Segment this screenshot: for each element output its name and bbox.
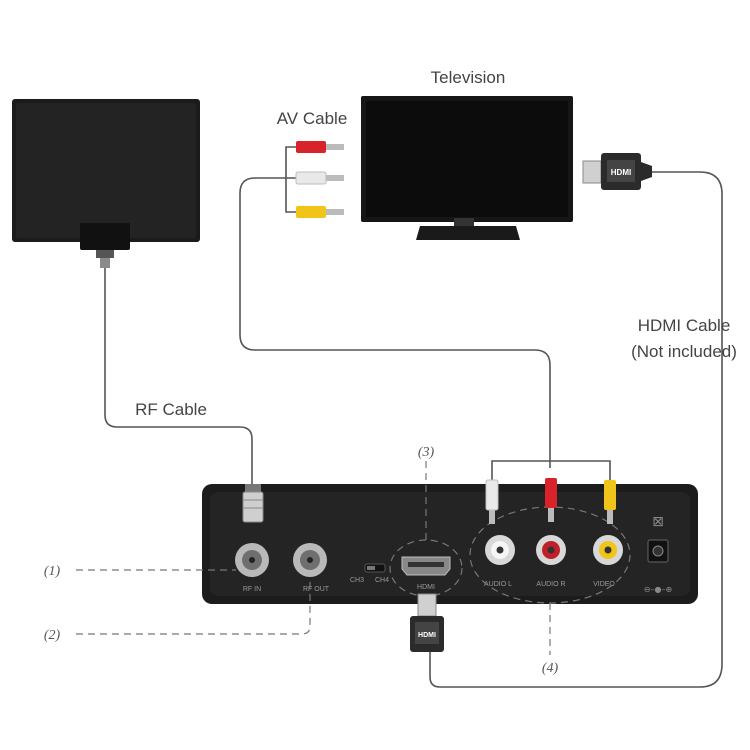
video-port xyxy=(593,535,623,565)
svg-text:⊖–●–⊕: ⊖–●–⊕ xyxy=(644,585,672,594)
hdmi-port xyxy=(401,556,451,576)
callout-4: (4) xyxy=(542,661,559,676)
svg-text:HDMI: HDMI xyxy=(418,632,436,639)
hdmi-plug-bottom: HDMI xyxy=(410,593,444,652)
ch3-label: CH3 xyxy=(350,577,364,584)
hdmi-plug-top: HDMI xyxy=(582,153,652,190)
rf-out-label: RF OUT xyxy=(303,586,330,593)
converter-box xyxy=(202,484,698,604)
hdmi-port-label: HDMI xyxy=(417,584,435,591)
rf-connector-plug xyxy=(242,484,264,523)
channel-switch xyxy=(364,563,386,573)
av-cable-splitter xyxy=(491,460,611,480)
rf-cable xyxy=(104,268,253,485)
rf-cable-label: RF Cable xyxy=(135,400,207,419)
audio-r-port xyxy=(536,535,566,565)
audio-r-label: AUDIO R xyxy=(536,581,565,588)
power-jack: ⊠ ⊖–●–⊕ xyxy=(644,514,672,594)
hdmi-cable-note: (Not included) xyxy=(631,342,737,361)
rf-in-label: RF IN xyxy=(243,586,261,593)
callout-1: (1) xyxy=(44,564,61,579)
hdmi-cable-label: HDMI Cable xyxy=(638,316,731,335)
av-cable-plugs-top xyxy=(285,141,344,218)
av-cable-left-loop xyxy=(239,177,551,468)
television-label: Television xyxy=(431,68,506,87)
antenna xyxy=(12,99,200,268)
hdmi-cable xyxy=(429,171,723,688)
rf-out-port xyxy=(293,543,327,577)
video-label: VIDEO xyxy=(593,581,615,588)
television xyxy=(361,96,573,240)
ch4-label: CH4 xyxy=(375,577,389,584)
av-plugs-bottom xyxy=(485,478,616,524)
svg-text:HDMI: HDMI xyxy=(611,168,631,177)
callout-3: (3) xyxy=(418,445,435,460)
callout-2-line xyxy=(76,578,311,635)
svg-text:⊠: ⊠ xyxy=(652,514,664,530)
audio-l-port xyxy=(485,535,515,565)
callout-2: (2) xyxy=(44,628,61,643)
av-cable-label: AV Cable xyxy=(277,109,348,128)
rf-in-port xyxy=(235,543,269,577)
audio-l-label: AUDIO L xyxy=(484,581,512,588)
